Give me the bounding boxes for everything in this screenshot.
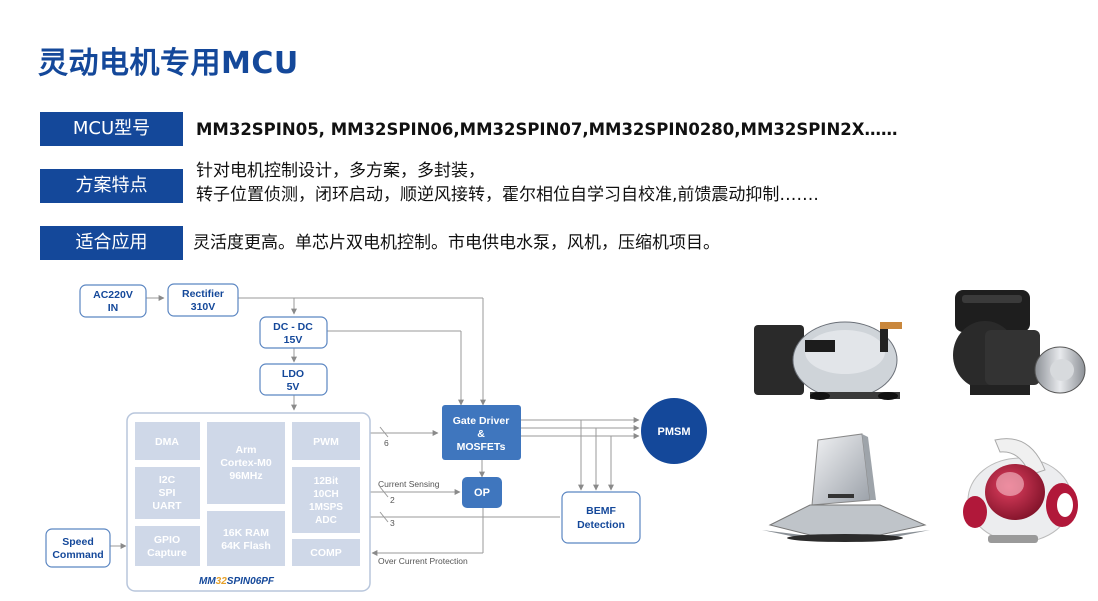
dma-label: DMA [155, 436, 179, 448]
arm-label-1: Arm [235, 444, 256, 456]
spi-label: SPI [159, 487, 176, 499]
speed-command-label-1: Speed [62, 536, 94, 548]
vacuum-cleaner-photo [963, 438, 1078, 543]
dcdc-box: DC - DC 15V [259, 316, 328, 349]
uart-label: UART [152, 500, 182, 512]
bus-width-6-label: 6 [384, 438, 389, 448]
pwm-block [292, 422, 360, 460]
connector-lines [46, 295, 640, 556]
row-text-features-1: 针对电机控制设计，多方案，多封装， [196, 161, 485, 181]
chip-name-label: MM32SPIN06PF [199, 576, 275, 587]
ac-in-label-2: IN [108, 302, 119, 314]
water-pump-photo [953, 290, 1086, 395]
dma-block [135, 422, 200, 460]
gate-driver-label-2: & [477, 428, 485, 440]
compressor-photo [754, 321, 902, 400]
page-title: 灵动电机专用MCU [38, 46, 299, 81]
mcu-chip: DMA Arm Cortex-M0 96MHz PWM I2C SPI UART… [126, 412, 371, 592]
product-photos [754, 290, 1086, 543]
comp-label: COMP [310, 547, 342, 559]
row-label-features: 方案特点 [40, 169, 183, 203]
adc-label-3: 1MSPS [309, 502, 343, 513]
speed-command-box: Speed Command [45, 528, 111, 568]
bemf-detection-box: BEMF Detection [561, 491, 641, 544]
adc-label-4: ADC [315, 515, 337, 526]
row-label-mcu-model: MCU型号 [40, 112, 183, 146]
memory-block [207, 511, 285, 566]
bus-width-2-label: 2 [390, 495, 395, 505]
gate-driver-label-1: Gate Driver [453, 415, 510, 427]
capture-label: Capture [147, 547, 187, 559]
adc-label-2: 10CH [313, 489, 339, 500]
adc-block [292, 467, 360, 533]
row-text-applications: 灵活度更高。单芯片双电机控制。市电供电水泵，风机，压缩机项目。 [193, 233, 720, 253]
ac-in-box: AC220V IN [79, 284, 147, 318]
ldo-box: LDO 5V [259, 363, 328, 396]
rectifier-label-1: Rectifier [182, 288, 224, 300]
dcdc-label-1: DC - DC [273, 321, 313, 333]
op-amp-box: OP [462, 477, 502, 508]
pwm-label: PWM [313, 436, 339, 448]
pmsm-label: PMSM [658, 426, 691, 438]
arm-core-block [207, 422, 285, 504]
gpio-capture-block [135, 526, 200, 566]
gpio-label: GPIO [154, 534, 180, 546]
flash-label: 64K Flash [221, 540, 271, 552]
ram-label: 16K RAM [223, 527, 269, 539]
ldo-label-2: 5V [287, 381, 300, 393]
ac-in-label-1: AC220V [93, 289, 133, 301]
current-sensing-label: Current Sensing [378, 479, 440, 489]
rectifier-label-2: 310V [191, 301, 216, 313]
i2c-label: I2C [159, 474, 176, 486]
comp-block [292, 539, 360, 566]
rectifier-box: Rectifier 310V [167, 283, 239, 317]
range-hood-photo [762, 433, 930, 542]
arm-label-3: 96MHz [229, 470, 262, 482]
speed-command-label-2: Command [52, 549, 103, 561]
gate-driver-label-3: MOSFETs [457, 441, 506, 453]
bemf-label-1: BEMF [586, 505, 616, 517]
block-diagram: AC220V IN Rectifier 310V DC - DC 15V LDO… [45, 283, 707, 592]
op-label: OP [474, 487, 490, 499]
arm-label-2: Cortex-M0 [220, 457, 272, 469]
row-label-applications: 适合应用 [40, 226, 183, 260]
row-text-features-2: 转子位置侦测，闭环启动，顺逆风接转，霍尔相位自学习自校准,前馈震动抑制……. [196, 185, 819, 205]
dcdc-label-2: 15V [284, 334, 303, 346]
bemf-label-2: Detection [577, 519, 625, 531]
over-current-protection-label: Over Current Protection [378, 556, 468, 566]
row-text-mcu-model: MM32SPIN05, MM32SPIN06,MM32SPIN07,MM32SP… [196, 120, 898, 139]
pmsm-motor: PMSM [641, 398, 707, 464]
adc-label-1: 12Bit [314, 476, 339, 487]
gate-driver-box: Gate Driver & MOSFETs [442, 405, 521, 460]
ldo-label-1: LDO [282, 368, 304, 380]
i2c-spi-uart-block [135, 467, 200, 519]
bus-width-3-label: 3 [390, 518, 395, 528]
